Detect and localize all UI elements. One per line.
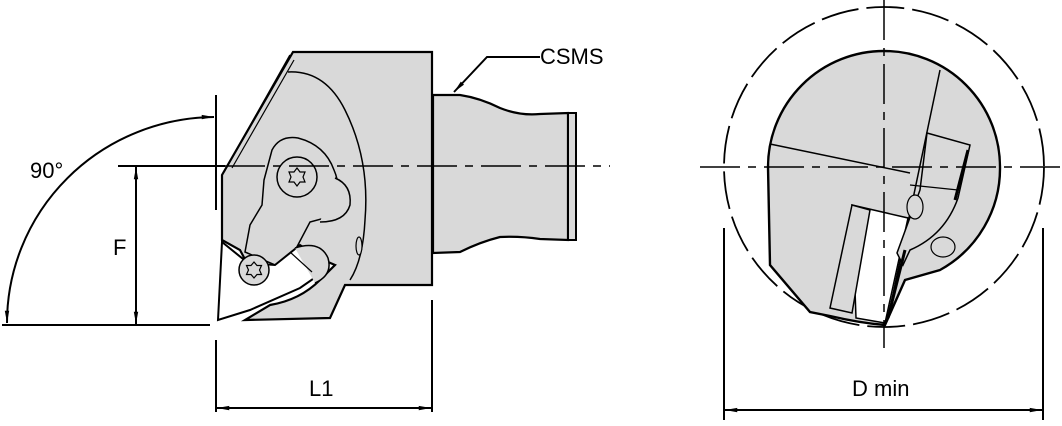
insert-seat-slot bbox=[294, 244, 330, 284]
face-line bbox=[887, 69, 941, 319]
insert-edge bbox=[289, 251, 313, 273]
end-view bbox=[700, 0, 1062, 420]
clamp-edge bbox=[953, 149, 970, 201]
angle-arc bbox=[4, 114, 215, 324]
coolant-slot bbox=[355, 236, 363, 256]
f-dimension-label: F bbox=[113, 235, 127, 260]
csms-callout-label: CSMS bbox=[540, 44, 604, 69]
face-line bbox=[769, 143, 911, 174]
csms-leader bbox=[453, 56, 540, 93]
torx-icon bbox=[288, 167, 306, 187]
shank bbox=[431, 93, 570, 255]
chamfer-line bbox=[231, 59, 295, 169]
angle-label: 90° bbox=[30, 158, 64, 183]
torx-icon bbox=[245, 261, 263, 279]
chamfer-line bbox=[223, 54, 291, 173]
side-view bbox=[2, 50, 610, 412]
screw-head bbox=[906, 194, 924, 220]
shank-end-face bbox=[567, 112, 577, 241]
dmin-dimension-label: D min bbox=[852, 376, 910, 401]
clamp-screw bbox=[276, 156, 318, 198]
clamp-lobe bbox=[319, 177, 351, 223]
clamp-line bbox=[909, 184, 959, 191]
l1-dimension-label: L1 bbox=[309, 376, 334, 401]
insert-screw bbox=[238, 254, 270, 286]
insert-side-face bbox=[829, 204, 871, 314]
insert-edge bbox=[886, 249, 907, 319]
screw-head bbox=[930, 236, 956, 258]
